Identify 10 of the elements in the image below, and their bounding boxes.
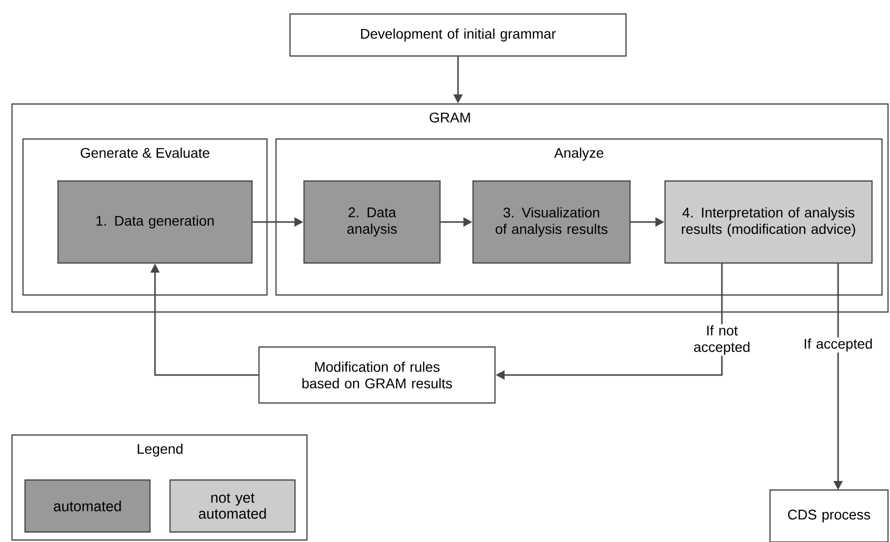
process-box: 4. Interpretation of analysis results (modification advice) [664, 180, 873, 264]
process-box: 3. Visualization of analysis results [472, 180, 631, 264]
edge-label: If accepted [802, 337, 874, 353]
step-box: Modification of rules based on GRAM results [258, 346, 496, 404]
step-box: Development of initial grammar [289, 13, 627, 57]
edge-label: If not accepted [686, 324, 758, 356]
process-box: 2. Data analysis [303, 180, 441, 264]
process-box: 1. Data generation [57, 180, 253, 264]
legend-title: Legend [138, 444, 182, 457]
step-box: CDS process [769, 489, 889, 542]
